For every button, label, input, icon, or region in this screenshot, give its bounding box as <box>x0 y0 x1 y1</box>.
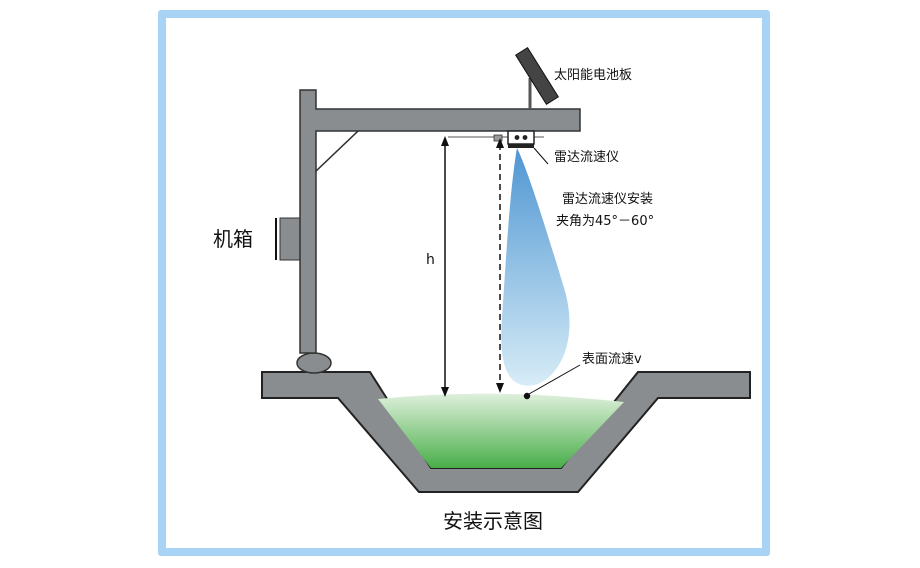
surface-velocity-label: 表面流速v <box>582 352 642 367</box>
radar-mount-clip <box>493 134 503 142</box>
gantry-frame <box>299 89 581 354</box>
radar-lens-right <box>522 135 528 140</box>
height-arrow-head-bottom <box>441 387 449 397</box>
gantry-brace-window <box>315 130 360 173</box>
height-arrow-head-top <box>441 136 449 146</box>
angle-label-line1: 雷达流速仪安装 <box>562 192 653 207</box>
cabinet-box <box>279 217 301 261</box>
radar-lens-left <box>514 135 520 140</box>
pole-base <box>296 352 332 374</box>
dashed-arrow-head-top <box>496 138 504 148</box>
water <box>378 393 624 468</box>
radar-beam <box>501 148 570 386</box>
solar-panel-label: 太阳能电池板 <box>554 68 632 83</box>
installation-diagram: 太阳能电池板 雷达流速仪 雷达流速仪安装 夹角为45°－60° 机箱 h 表面流… <box>213 47 751 533</box>
radar-pointer-line <box>533 147 549 165</box>
radar-label: 雷达流速仪 <box>554 150 619 165</box>
dashed-arrow-head-bottom <box>496 383 504 393</box>
diagram-panel: 太阳能电池板 雷达流速仪 雷达流速仪安装 夹角为45°－60° 机箱 h 表面流… <box>166 18 762 548</box>
cabinet-label: 机箱 <box>213 227 253 251</box>
radar-device <box>507 130 535 145</box>
surface-point <box>523 392 531 400</box>
surface-pointer-line <box>528 364 581 395</box>
radar-device-base <box>508 144 534 148</box>
solar-panel <box>515 47 559 105</box>
caption: 安装示意图 <box>443 509 543 533</box>
angle-label-line2: 夹角为45°－60° <box>556 214 654 229</box>
outer-frame: 太阳能电池板 雷达流速仪 雷达流速仪安装 夹角为45°－60° 机箱 h 表面流… <box>158 10 770 556</box>
height-label: h <box>426 252 435 268</box>
